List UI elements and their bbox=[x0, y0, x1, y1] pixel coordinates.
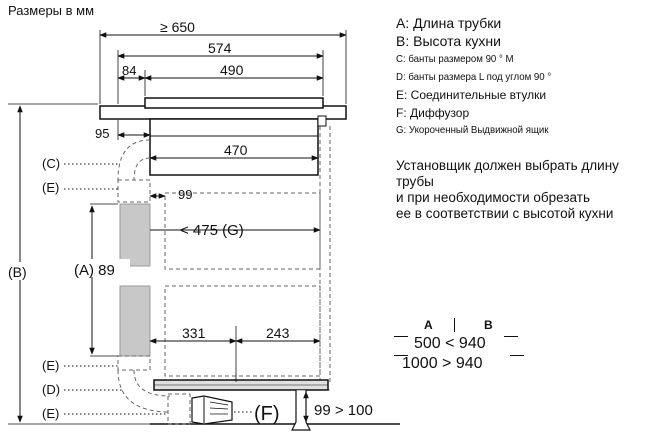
duct-bend-upper-outer bbox=[117, 139, 151, 181]
dim-475-label: < 475 (G) bbox=[180, 222, 244, 239]
dim-574-label: 574 bbox=[208, 40, 232, 56]
table-row-2: 1000 > 940 bbox=[402, 355, 483, 372]
hob-top-plate bbox=[144, 97, 324, 109]
diffuser bbox=[191, 395, 233, 425]
dim-B-label: (B) bbox=[8, 264, 27, 280]
dim-331-label: 331 bbox=[182, 325, 206, 341]
dim-490-label: 490 bbox=[220, 62, 244, 78]
callout-F: (F) bbox=[254, 403, 280, 425]
callout-E-upper: (E) bbox=[42, 180, 59, 195]
callout-C: (C) bbox=[42, 156, 60, 171]
table-separator bbox=[454, 318, 455, 332]
callout-E-mid: (E) bbox=[42, 358, 59, 373]
dim-84-label: 84 bbox=[122, 63, 136, 78]
legend: A: Длина трубки B: Высота кухни C: банты… bbox=[396, 16, 646, 143]
duct-bend-lower bbox=[117, 369, 171, 413]
legend-C: C: банты размером 90 ° M bbox=[396, 53, 514, 65]
table-row-1: 500 < 940 bbox=[414, 335, 486, 352]
note-line-1: Установщик должен выбрать длину трубы bbox=[396, 158, 619, 189]
dim-470-label: 470 bbox=[224, 142, 248, 158]
legend-F: F: Диффузор bbox=[396, 106, 470, 120]
legend-E: E: Соединительные втулки bbox=[396, 88, 547, 102]
connector-bottom bbox=[167, 393, 191, 425]
connector-upper bbox=[117, 179, 151, 203]
installer-note: Установщик должен выбрать длину трубы и … bbox=[396, 158, 646, 222]
note-line-3: ее в соответствии с высотой кухни bbox=[396, 206, 614, 221]
duct-segment-upper bbox=[119, 203, 151, 267]
callout-D: (D) bbox=[42, 382, 60, 397]
duct-segment-lower bbox=[119, 285, 151, 357]
legend-B: B: Высота кухни bbox=[396, 33, 501, 49]
legend-D: D: банты размера L под углом 90 ° bbox=[396, 70, 552, 83]
cabinet-leg bbox=[291, 390, 311, 431]
table-header-B: B bbox=[484, 318, 493, 332]
dim-650-label: ≥ 650 bbox=[160, 19, 195, 35]
connector-lower bbox=[117, 355, 151, 371]
dim-243-label: 243 bbox=[266, 325, 290, 341]
callout-E-lower: (E) bbox=[42, 406, 59, 421]
dim-99-label: 99 bbox=[178, 187, 192, 202]
drawer-lower bbox=[164, 285, 321, 377]
hob-edge-block bbox=[317, 115, 327, 127]
note-line-2: и при необходимости обрезать bbox=[396, 190, 590, 205]
legend-G: G: Укороченный Выдвижной ящик bbox=[396, 124, 549, 136]
units-title: Размеры в мм bbox=[8, 3, 94, 18]
legend-A: A: Длина трубки bbox=[396, 15, 502, 31]
dim-A-label: (A) 89 bbox=[74, 262, 115, 279]
table-header-A: A bbox=[424, 318, 433, 332]
length-height-table: A B 500 < 940 1000 > 940 bbox=[394, 318, 524, 374]
hob-body bbox=[149, 118, 319, 176]
dim-plinth-label: 99 > 100 bbox=[314, 402, 373, 419]
dim-95-label: 95 bbox=[95, 126, 109, 141]
